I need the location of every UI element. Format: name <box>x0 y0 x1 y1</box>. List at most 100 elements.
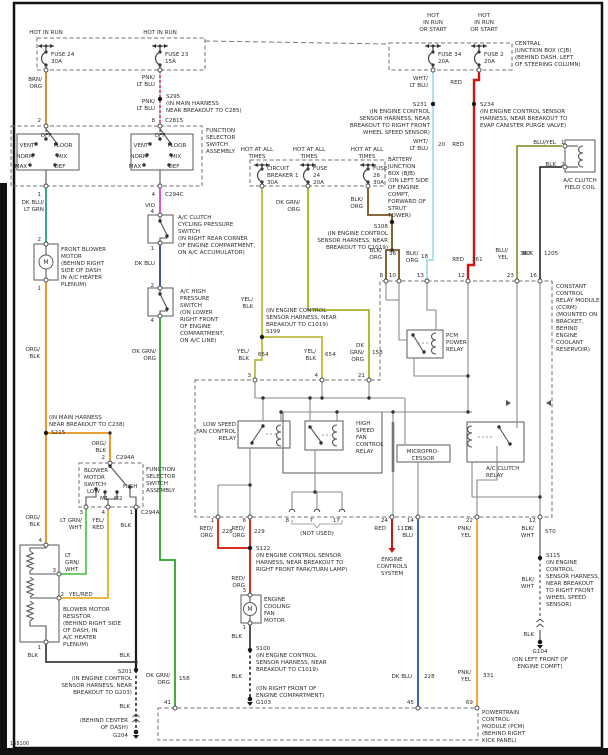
label: 1 <box>37 286 41 292</box>
junction-dot <box>261 424 265 428</box>
label: S199 <box>266 329 281 335</box>
label: OR START <box>419 27 447 33</box>
label: 158 <box>179 676 190 682</box>
label: 4 <box>101 510 105 516</box>
label: BATTERY <box>388 157 413 163</box>
label: NEAR BREAKOUT <box>546 581 594 587</box>
label: BLOWER <box>84 468 108 474</box>
wire <box>516 145 562 281</box>
label: MAX <box>129 164 142 170</box>
junction-dot <box>158 292 162 296</box>
junction-dot <box>250 441 254 445</box>
label: FAN <box>356 435 367 441</box>
label: HOT AT ALL <box>351 147 384 153</box>
label: CESSOR <box>412 456 435 462</box>
wire <box>29 571 59 575</box>
feed-arrowhead <box>360 163 364 167</box>
label: SENSOR HARNESS, NEAR <box>317 238 388 244</box>
label: RIGHT FRONT <box>180 317 219 323</box>
label: DK GRN/ <box>146 673 170 679</box>
label: ORG <box>232 533 245 539</box>
label: 1 <box>210 518 214 524</box>
label: ON A/C ACCUMULATOR) <box>178 250 245 256</box>
junction-dot <box>165 234 169 238</box>
label: (CCRM) <box>556 305 577 311</box>
wire <box>159 293 168 309</box>
junction-dot <box>94 487 98 491</box>
label: BLU/YEL <box>533 140 557 146</box>
connector-pin <box>415 705 421 711</box>
component-dashed-box <box>388 42 513 71</box>
label: HOT AT ALL <box>293 147 326 153</box>
label: LT BLU <box>137 106 155 112</box>
label: SWITCH <box>180 303 202 309</box>
wire <box>291 520 343 529</box>
label: FUSE 2 <box>484 52 504 58</box>
arrowhead <box>388 548 396 553</box>
label: BLK <box>29 522 40 528</box>
connector-pin <box>305 183 311 189</box>
label: DEF <box>54 164 65 170</box>
label: PNK/ <box>142 75 155 81</box>
splice-dot <box>133 667 139 673</box>
label: TIMES <box>300 154 318 160</box>
label: 15A <box>165 59 176 65</box>
label: FAN CONTROL <box>196 429 237 435</box>
label: A/C CLUTCH <box>486 466 519 472</box>
label: RESISTOR <box>63 614 91 620</box>
feed-arrowhead <box>372 163 376 167</box>
splice-dot <box>157 96 163 102</box>
label: SIDE OF DASH <box>61 268 101 274</box>
label: S115 <box>546 553 561 559</box>
junction-dot <box>108 464 112 468</box>
unused-pin-hook <box>338 508 346 513</box>
label: OF DASH) <box>101 725 128 731</box>
junction-dot <box>128 485 132 489</box>
label: FUSE <box>313 166 328 172</box>
label: CIRCUIT <box>267 166 290 172</box>
label: (IN MAIN HARNESS <box>166 101 219 107</box>
label: STRUT <box>388 206 407 212</box>
wire <box>104 493 109 507</box>
junction-dot <box>367 396 371 400</box>
component-dashed-box <box>157 707 479 741</box>
label: 4 <box>151 192 155 198</box>
label: SENSOR HARNESS, <box>546 574 600 580</box>
label: DEF <box>168 164 179 170</box>
junction-dot <box>168 142 172 146</box>
label: VIO <box>145 203 155 209</box>
label: DK GRN/ <box>132 349 156 355</box>
label: SENSOR HARNESS, NEAR <box>256 660 327 666</box>
label: ORG <box>406 258 419 264</box>
label: 14 <box>407 518 415 524</box>
label: WHEEL SPEED <box>546 595 586 601</box>
junction-dot <box>320 396 324 400</box>
label: YEL/ <box>303 349 316 355</box>
connector-pin <box>56 571 62 577</box>
label: FUSE <box>373 166 388 172</box>
connector-pin <box>215 514 221 520</box>
wire <box>45 642 136 663</box>
label: RED <box>374 526 386 532</box>
junction-dot <box>308 396 312 400</box>
label: ASSEMBLY <box>146 488 175 494</box>
feed-arrowhead <box>300 163 304 167</box>
junction-dot <box>411 333 415 337</box>
label: 3 <box>247 373 251 379</box>
label: 10 <box>389 273 397 279</box>
label: 24 <box>381 518 389 524</box>
junction-dot <box>44 137 48 141</box>
label: RED <box>92 525 104 531</box>
label: WHT <box>521 584 535 590</box>
label: BREAKOUT TO RIGHT FRONT <box>350 123 431 129</box>
wire <box>108 493 118 500</box>
label: DK GRN/ <box>276 200 300 206</box>
label: RELAY <box>486 473 504 479</box>
label: 1 <box>129 510 133 516</box>
connector-pin <box>247 592 253 598</box>
arrowhead <box>506 400 511 406</box>
component-dashed-box <box>249 159 386 187</box>
label: YEL/ <box>236 349 249 355</box>
junction-dot <box>165 307 169 311</box>
connector-pin <box>157 240 163 246</box>
